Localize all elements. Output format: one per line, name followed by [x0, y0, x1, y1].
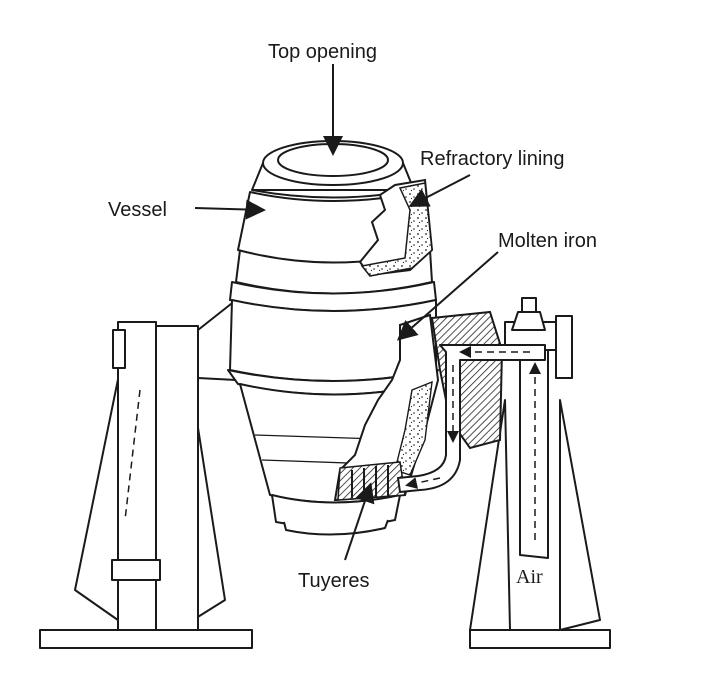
left-support-stand: [39, 321, 253, 649]
leader-lines: [194, 64, 499, 561]
right-support-stand: [469, 399, 611, 649]
label-refractory-lining: Refractory lining: [420, 148, 565, 170]
label-top-opening: Top opening: [268, 41, 377, 63]
lower-cutaway: [333, 313, 440, 502]
label-tuyeres: Tuyeres: [298, 570, 370, 592]
air-supply-pipe: [397, 344, 549, 559]
label-molten-iron: Molten iron: [498, 230, 597, 252]
label-air: Air: [516, 566, 543, 588]
label-vessel: Vessel: [108, 199, 167, 221]
